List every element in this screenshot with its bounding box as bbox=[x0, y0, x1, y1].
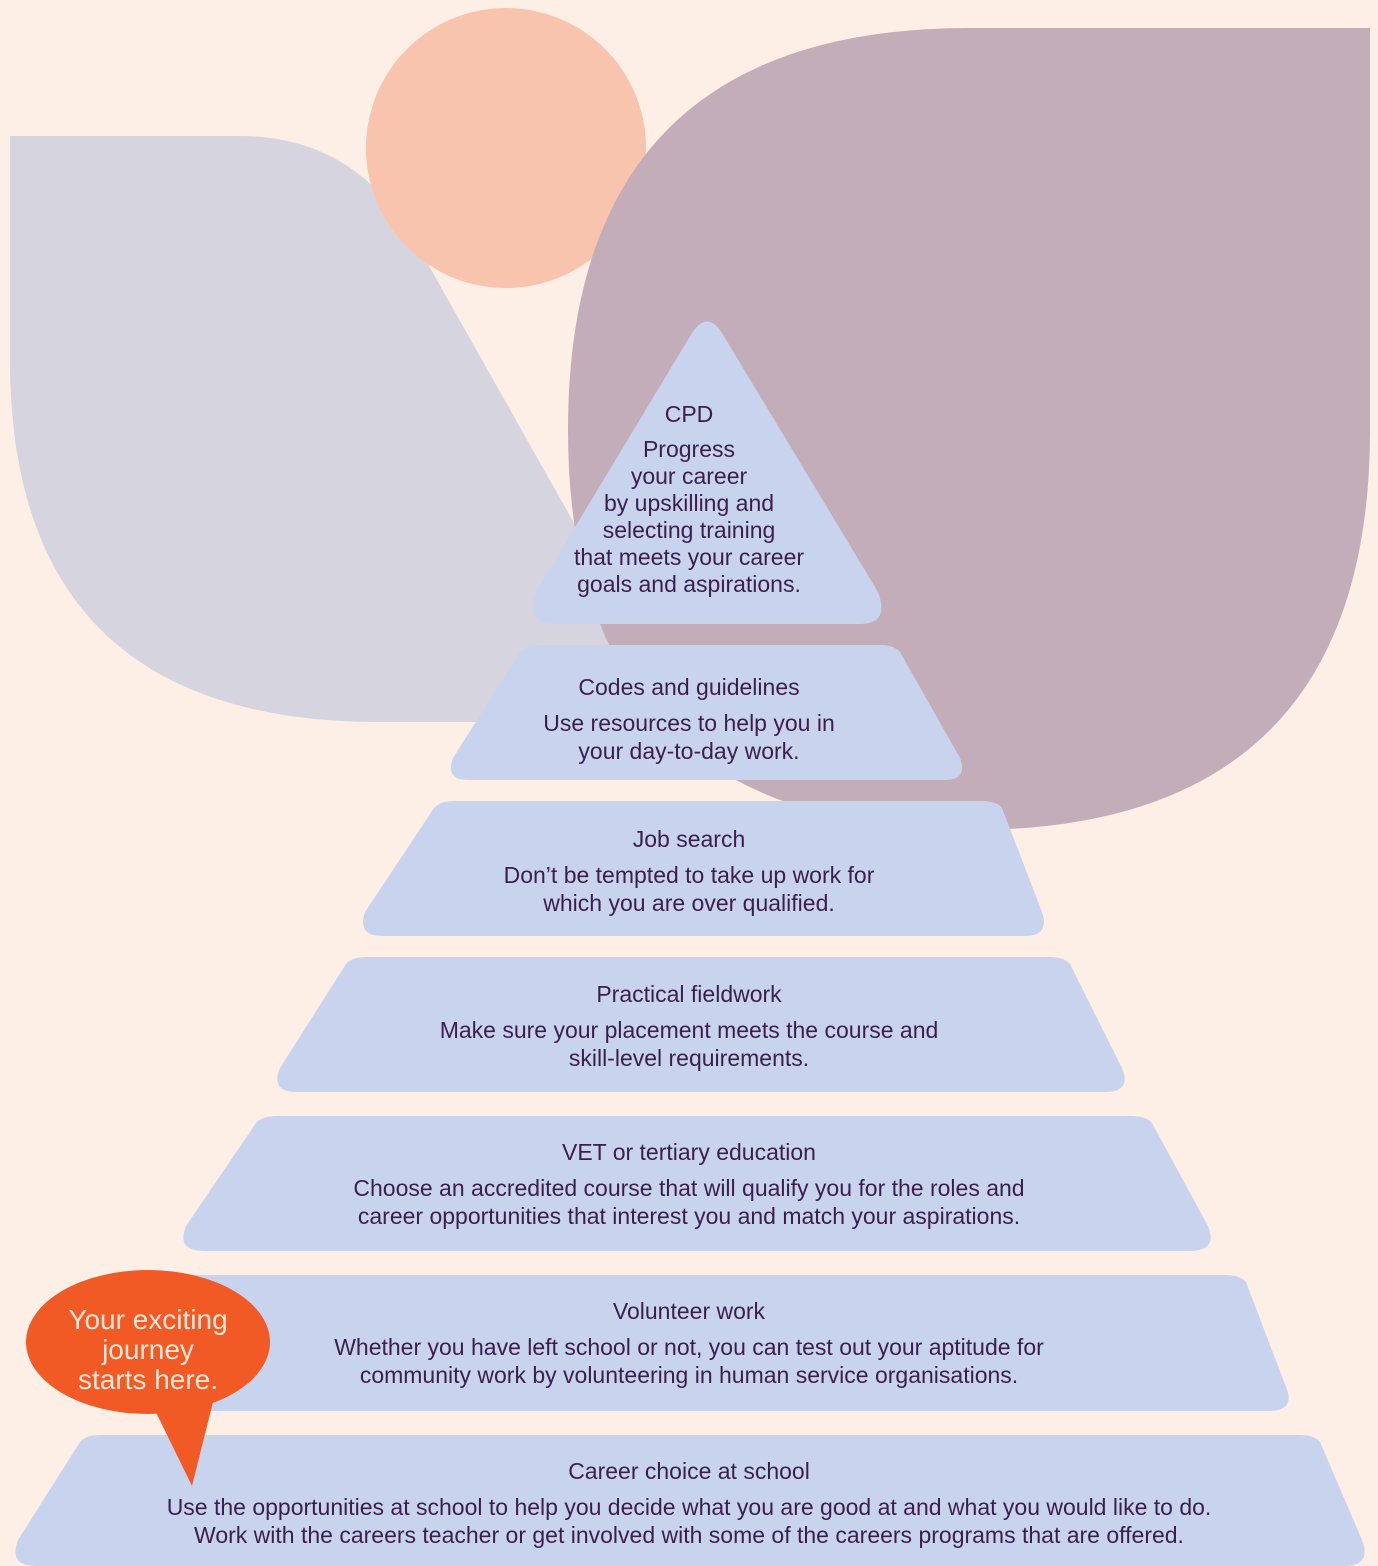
tier-shape-volunteer bbox=[111, 1275, 1289, 1411]
tier-volunteer-work: Volunteer work Whether you have left sch… bbox=[0, 1297, 1378, 1389]
tier-shape-job-search bbox=[363, 801, 1044, 936]
speech-bubble-body bbox=[26, 1270, 270, 1414]
callout-text: Your exciting journey starts here. bbox=[68, 1304, 228, 1395]
tier-title: Volunteer work bbox=[612, 1298, 766, 1324]
tier-vet-or-tertiary-education: VET or tertiary education Choose an accr… bbox=[0, 1138, 1378, 1230]
tier-title: Job search bbox=[632, 826, 746, 852]
decorative-leaf-shape bbox=[10, 136, 640, 722]
tier-shape-codes bbox=[450, 645, 963, 780]
tier-description: Don’t be tempted to take up work for whi… bbox=[503, 862, 875, 916]
tier-shape-fieldwork bbox=[277, 957, 1125, 1092]
tier-description: Use resources to help you in your day-to… bbox=[543, 710, 835, 764]
tier-shape-cpd bbox=[532, 321, 882, 624]
tier-shape-school bbox=[15, 1435, 1365, 1566]
tier-shape-education bbox=[183, 1116, 1211, 1251]
tier-title: CPD bbox=[664, 401, 714, 427]
tier-job-search: Job search Don’t be tempted to take up w… bbox=[0, 825, 1378, 917]
tier-codes-and-guidelines: Codes and guidelines Use resources to he… bbox=[0, 673, 1378, 765]
tier-title: Codes and guidelines bbox=[578, 674, 800, 700]
speech-bubble-tail bbox=[150, 1398, 214, 1486]
tier-title: VET or tertiary education bbox=[562, 1139, 816, 1165]
tier-description: Progress your career by upskilling and s… bbox=[573, 436, 805, 597]
tier-description: Choose an accredited course that will qu… bbox=[353, 1175, 1025, 1229]
decorative-purple-shape bbox=[568, 28, 1370, 830]
decorative-circle bbox=[366, 8, 646, 288]
tier-cpd: CPD Progress your career by upskilling a… bbox=[0, 400, 1378, 598]
tier-description: Make sure your placement meets the cours… bbox=[439, 1017, 939, 1071]
tier-practical-fieldwork: Practical fieldwork Make sure your place… bbox=[0, 980, 1378, 1072]
tier-description: Whether you have left school or not, you… bbox=[334, 1334, 1044, 1388]
tier-title: Practical fieldwork bbox=[596, 981, 782, 1007]
tier-title: Career choice at school bbox=[568, 1458, 810, 1484]
speech-bubble bbox=[26, 1270, 270, 1486]
tier-description: Use the opportunities at school to help … bbox=[166, 1494, 1212, 1548]
tier-career-choice-at-school: Career choice at school Use the opportun… bbox=[0, 1457, 1378, 1549]
